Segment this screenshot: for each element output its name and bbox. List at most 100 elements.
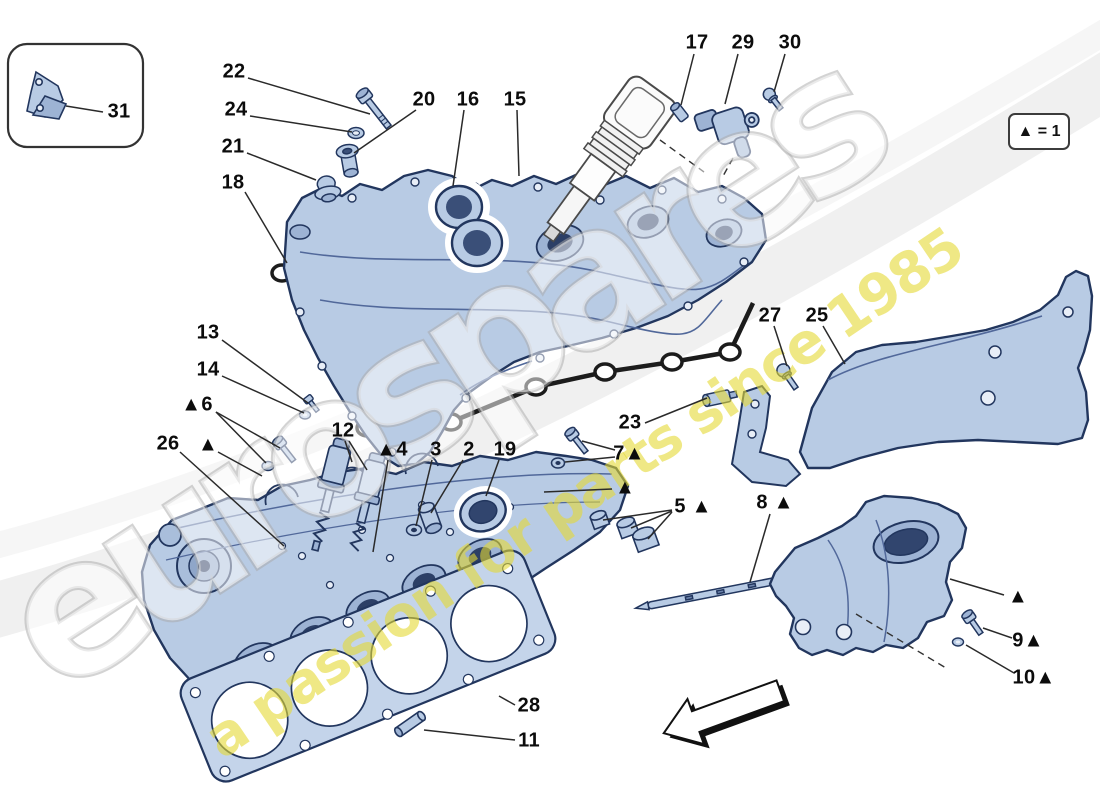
callout-28[interactable]: 28 (517, 694, 541, 717)
leader-line-26 (179, 451, 285, 547)
engine-mount-bracket (768, 494, 968, 657)
callout-5[interactable]: 5 ▲ (674, 495, 712, 518)
callout-3[interactable]: 3 (430, 438, 442, 461)
leader-line-24 (249, 115, 353, 133)
callout-25[interactable]: 25 (805, 304, 829, 327)
plug-17 (669, 102, 689, 123)
callout-tri-a[interactable]: ▲ (197, 433, 219, 456)
leader-line-tri7 (581, 440, 616, 451)
leader-line-11 (423, 729, 516, 741)
bolt-30 (762, 87, 785, 112)
leader-line-tri9 (982, 627, 1013, 639)
bolt-22 (355, 87, 393, 130)
callout-24[interactable]: 24 (224, 98, 248, 121)
plug-2 (417, 501, 443, 535)
camshaft-cover-15 (282, 168, 768, 468)
leader-line-17 (680, 53, 695, 106)
leader-line-16 (452, 109, 465, 187)
callout-31[interactable]: 31 (107, 100, 131, 123)
callout-8[interactable]: 8 ▲ (756, 491, 794, 514)
leader-line-25 (822, 325, 846, 365)
leader-line-27 (773, 325, 788, 367)
grommet-21 (314, 175, 342, 203)
inset-box (6, 42, 145, 149)
callout-13[interactable]: 13 (196, 321, 220, 344)
dowel-11 (393, 710, 427, 738)
shield-support-arm (730, 384, 802, 488)
ignition-coil (542, 75, 677, 243)
rod-8 (633, 573, 794, 611)
callout-tri-c[interactable]: ▲ (1007, 585, 1029, 608)
leader-line-tri-b (543, 488, 613, 493)
callout-18[interactable]: 18 (221, 171, 245, 194)
bolt-6 (271, 435, 297, 464)
leader-line-tri10 (965, 644, 1015, 674)
leader-line-5 (647, 511, 673, 540)
callout-tri9[interactable]: 9▲ (1012, 629, 1044, 652)
leader-line-13 (221, 339, 309, 404)
callout-27[interactable]: 27 (758, 304, 782, 327)
callout-16[interactable]: 16 (456, 88, 480, 111)
callout-12[interactable]: 12 (331, 419, 355, 442)
bracket-part-31 (26, 70, 68, 120)
washer-10 (951, 637, 965, 647)
callout-30[interactable]: 30 (778, 31, 802, 54)
callout-2[interactable]: 2 (463, 438, 475, 461)
leader-line-23 (644, 397, 708, 424)
leader-line-29 (724, 53, 739, 105)
direction-arrow (662, 679, 790, 749)
leader-line-3 (415, 459, 433, 527)
washer-6 (261, 460, 275, 472)
leader-line-tri4 (372, 459, 389, 553)
callout-14[interactable]: 14 (196, 358, 220, 381)
bolt-27 (776, 363, 800, 391)
callout-20[interactable]: 20 (412, 88, 436, 111)
leader-line-tri-c (949, 578, 1005, 596)
caps-5 (589, 509, 661, 554)
leader-line-21 (246, 152, 317, 181)
leader-line-tri7 (564, 456, 616, 463)
callout-29[interactable]: 29 (731, 31, 755, 54)
callout-22[interactable]: 22 (222, 60, 246, 83)
cover-bolt-bosses (295, 177, 749, 457)
leader-line-31 (65, 105, 104, 113)
callout-15[interactable]: 15 (503, 88, 527, 111)
callout-17[interactable]: 17 (685, 31, 709, 54)
callout-tri10[interactable]: 10▲ (1012, 666, 1056, 689)
callout-tri6[interactable]: ▲6 (181, 393, 213, 416)
spacer-20 (335, 143, 359, 178)
callout-19[interactable]: 19 (493, 438, 517, 461)
callout-tri7[interactable]: 7▲ (613, 442, 645, 465)
bolt-7 (564, 426, 590, 455)
washer-3 (405, 523, 423, 537)
heat-shield-25 (798, 269, 1094, 470)
callout-26[interactable]: 26 (156, 432, 180, 455)
leader-line-30 (773, 53, 786, 93)
callout-21[interactable]: 21 (221, 135, 245, 158)
callout-tri-b[interactable]: ▲ (614, 476, 636, 499)
callout-11[interactable]: 11 (518, 729, 540, 752)
leader-line-14 (221, 375, 305, 414)
washer-7 (550, 457, 566, 469)
leader-line-5 (602, 509, 673, 521)
leader-line-8 (749, 513, 771, 583)
fitting-23 (701, 389, 739, 408)
bolt-9 (961, 609, 984, 637)
callout-tri4[interactable]: ▲4 (376, 438, 408, 461)
seal-ring-19 (453, 486, 513, 538)
leader-line-tri-a (217, 451, 263, 477)
leader-line-12 (344, 440, 353, 463)
leader-line-5 (630, 510, 673, 529)
leader-line-2 (430, 459, 464, 514)
leader-line-12 (348, 440, 368, 471)
legend-box: ▲ = 1 (1008, 113, 1070, 150)
leader-line-tri6 (215, 411, 267, 464)
head-gasket-28 (179, 549, 557, 783)
camshaft-sensor-29 (693, 106, 760, 159)
callout-23[interactable]: 23 (618, 411, 642, 434)
washer-24 (347, 126, 365, 140)
leader-line-28 (498, 695, 516, 706)
